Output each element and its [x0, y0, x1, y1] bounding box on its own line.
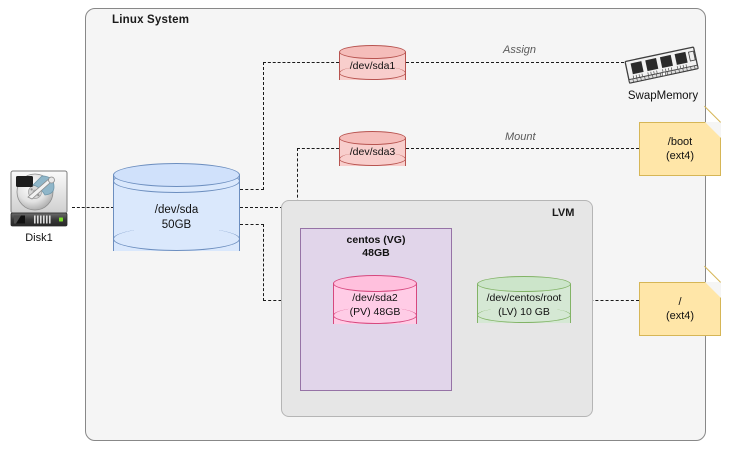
- connector-sda3-to-boot: [406, 148, 639, 149]
- disk-caption: Disk1: [25, 232, 53, 244]
- connector-sda-to-pv-seg2: [263, 224, 264, 301]
- hard-disk-icon: [8, 168, 70, 230]
- connector-sda-to-sda1-seg3: [263, 62, 339, 63]
- edge-label-assign: Assign: [503, 44, 537, 56]
- partition-cylinder-sda1: /dev/sda1: [339, 45, 406, 87]
- root-note-line1: /: [678, 296, 682, 308]
- root-note-label: / (ext4): [640, 295, 720, 323]
- partition-cylinder-sda3: /dev/sda3: [339, 131, 406, 173]
- linux-system-title: Linux System: [112, 14, 190, 26]
- boot-note-line1: /boot: [667, 136, 693, 148]
- note-fold-corner-icon: [705, 122, 721, 138]
- note-fold-line: [704, 265, 721, 283]
- disk-cylinder-sda: /dev/sda 50GB: [113, 163, 240, 267]
- boot-note-label: /boot (ext4): [640, 135, 720, 163]
- connector-sda-to-sda3-seg2: [297, 148, 298, 208]
- physical-volume-cylinder-sda2: /dev/sda2 (PV) 48GB: [333, 275, 417, 333]
- connector-sda-to-sda1-seg2: [263, 62, 264, 190]
- mountpoint-note-boot: /boot (ext4): [639, 105, 721, 176]
- connector-lv-to-root: [570, 300, 639, 301]
- swap-memory-caption: SwapMemory: [627, 90, 699, 102]
- vg-title-line2: 48GB: [362, 247, 390, 259]
- connector-sda-to-sda1-seg1: [240, 189, 264, 190]
- mountpoint-note-root: / (ext4): [639, 265, 721, 336]
- connector-sda-to-pv-seg1: [240, 224, 264, 225]
- note-fold-line: [704, 105, 721, 123]
- connector-sda-to-sda3-seg1: [240, 207, 298, 208]
- logical-volume-cylinder-root: /dev/centos/root (LV) 10 GB: [477, 276, 571, 331]
- connector-sda1-to-swap: [406, 62, 624, 63]
- root-note-line2: (ext4): [665, 310, 695, 322]
- connector-sda-to-sda3-seg3: [297, 148, 339, 149]
- boot-note-line2: (ext4): [665, 150, 695, 162]
- volume-group-title: centos (VG) 48GB: [304, 234, 448, 260]
- memory-module-icon: [622, 46, 702, 88]
- note-fold-corner-icon: [705, 282, 721, 298]
- edge-label-mount: Mount: [505, 131, 536, 143]
- connector-disk-to-sda: [72, 207, 114, 208]
- lvm-title: LVM: [552, 207, 575, 219]
- vg-title-line1: centos (VG): [346, 234, 406, 246]
